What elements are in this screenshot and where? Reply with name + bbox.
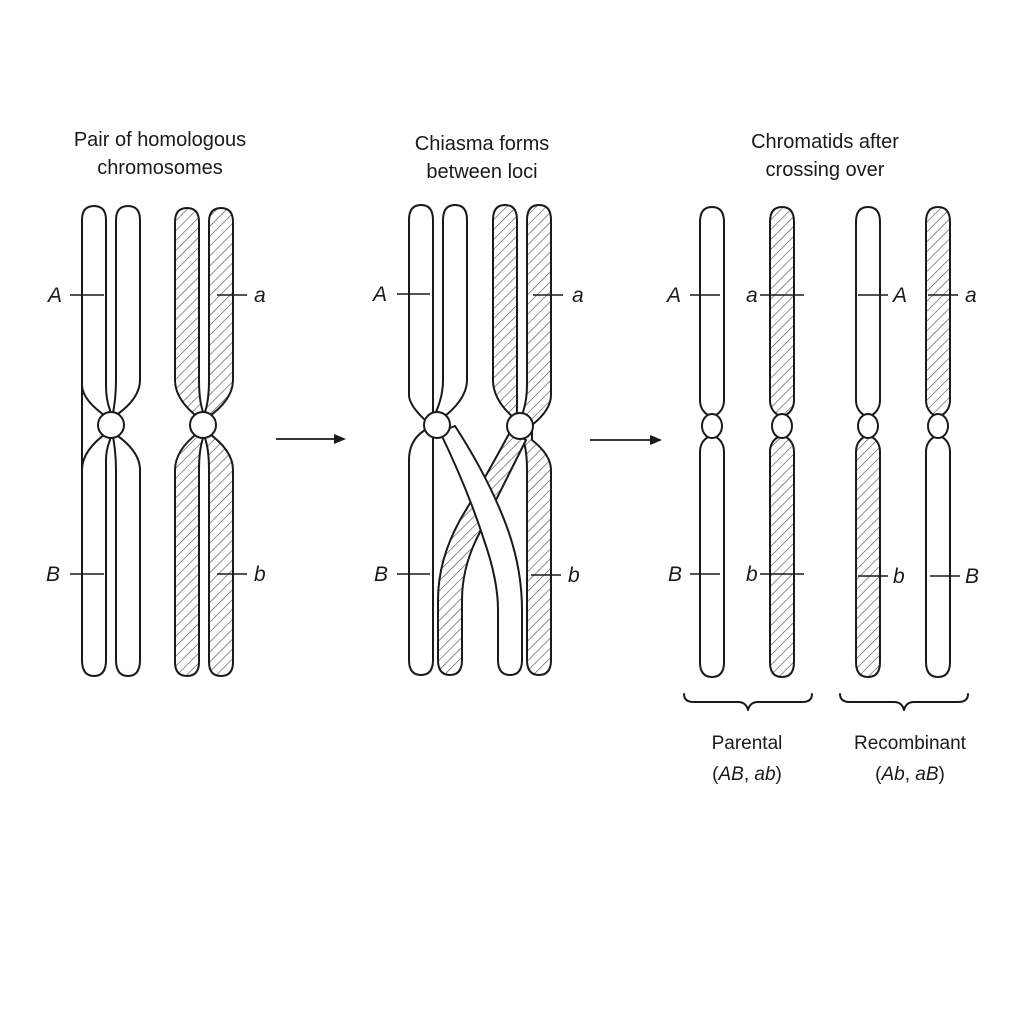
panel-1-caption-line-1: Pair of homologous xyxy=(73,129,247,151)
chromatid-4-bottom-locus: B xyxy=(965,565,979,588)
chiasma-hatched-pair xyxy=(437,204,552,676)
hatched-centromere xyxy=(189,411,217,439)
panel-3-caption: Chromatids after crossing over xyxy=(695,128,955,184)
chiasma-white-pair xyxy=(408,204,468,676)
white-chromatid-2 xyxy=(111,205,141,677)
chromatid-Ab xyxy=(855,206,881,678)
locus-A-label: A xyxy=(46,284,62,307)
panel-2-caption-line-2: between loci xyxy=(426,161,538,183)
white-crossover-strand xyxy=(439,425,523,676)
hatched-outer-chromatid xyxy=(522,204,552,676)
chromatid-aB xyxy=(925,206,951,678)
white-centromere xyxy=(97,411,125,439)
chromatid-ab xyxy=(769,206,795,678)
chromatid-1-top-locus: A xyxy=(665,284,681,307)
panel-2-caption: Chiasma forms between loci xyxy=(352,130,612,186)
panel-3-caption-line-1: Chromatids after xyxy=(751,131,899,153)
chromatid-1-bottom-locus: B xyxy=(668,563,682,586)
chiasma-left-centromere xyxy=(423,411,451,439)
parental-label: Parental xyxy=(712,733,783,754)
recombinant-label: Recombinant xyxy=(854,733,967,754)
recombinant-genotypes: (Ab, aB) xyxy=(875,764,945,785)
chromatid-3-top-locus: A xyxy=(891,284,907,307)
locus-b-label: b xyxy=(568,564,580,587)
locus-b-label: b xyxy=(254,563,266,586)
chromatid-4-top-locus: a xyxy=(965,284,977,307)
locus-B-label: B xyxy=(46,563,60,586)
homologous-chromosome-hatched xyxy=(174,207,234,677)
recombinant-brace xyxy=(839,693,969,711)
locus-a-label: a xyxy=(254,284,266,307)
chromatid-2-top-locus: a xyxy=(746,284,758,307)
panel-3-caption-line-2: crossing over xyxy=(765,159,885,181)
locus-a-label: a xyxy=(572,284,584,307)
hatched-inner-chromatid-top xyxy=(492,204,518,419)
locus-A-label: A xyxy=(371,283,387,306)
white-inner-chromatid-top xyxy=(431,204,468,421)
chromatid-3-bottom-locus: b xyxy=(893,565,905,588)
hatched-chromatid-1 xyxy=(174,207,204,677)
chromatid-2-bottom-locus: b xyxy=(746,563,758,586)
hatched-chromatid-2 xyxy=(204,207,234,677)
chiasma-right-centromere xyxy=(506,412,534,440)
white-outer-chromatid xyxy=(408,204,435,676)
panel-1-caption-line-2: chromosomes xyxy=(97,157,223,179)
chromatid-AB xyxy=(699,206,725,678)
homologous-chromosome-white xyxy=(81,205,141,677)
parental-brace xyxy=(683,693,813,711)
panel-1-caption: Pair of homologous chromosomes xyxy=(30,126,290,182)
locus-B-label: B xyxy=(374,563,388,586)
panel-2-caption-line-1: Chiasma forms xyxy=(414,133,550,155)
parental-genotypes: (AB, ab) xyxy=(712,764,782,785)
